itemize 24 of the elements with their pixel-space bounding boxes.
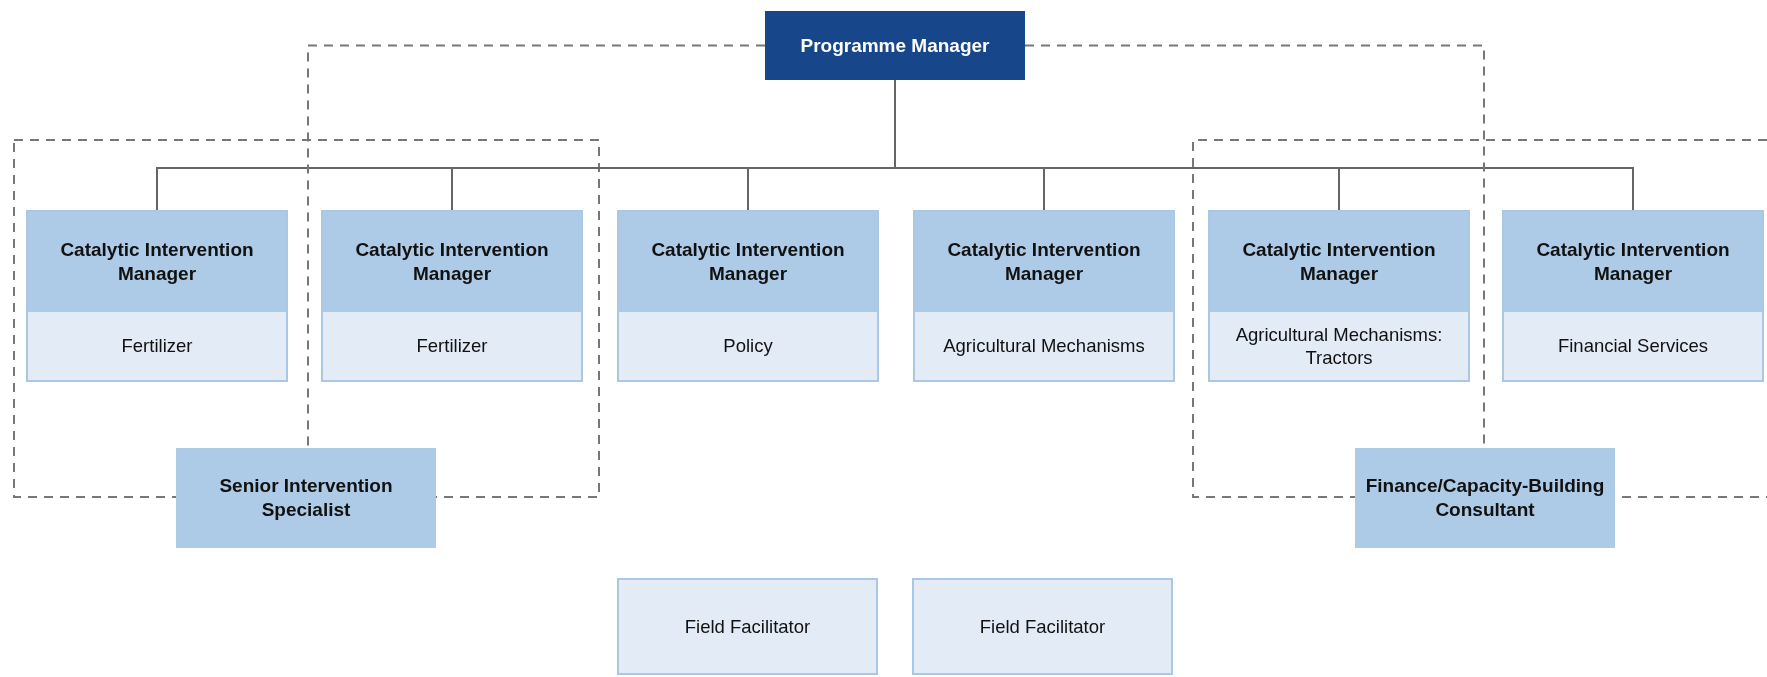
role-title: Catalytic Intervention Manager bbox=[915, 212, 1173, 312]
role-box bbox=[1502, 210, 1764, 382]
role-box bbox=[617, 210, 879, 382]
role-title: Catalytic Intervention Manager bbox=[1210, 212, 1468, 312]
focus-area: Fertilizer bbox=[323, 312, 581, 380]
role-box: Field Facilitator bbox=[617, 578, 878, 675]
role-title: Catalytic Intervention Manager bbox=[619, 212, 877, 312]
dashed-connector bbox=[307, 44, 766, 449]
role-title: Catalytic Intervention Manager bbox=[1504, 212, 1762, 312]
role-box: Senior Intervention Specialist bbox=[176, 448, 436, 548]
focus-area: Agricultural Mechanisms bbox=[915, 312, 1173, 380]
role-box bbox=[1208, 210, 1470, 382]
role-title: Catalytic Intervention Manager bbox=[28, 212, 286, 312]
focus-area: Agricultural Mechanisms: Tractors bbox=[1210, 312, 1468, 380]
role-box: Programme Manager bbox=[765, 11, 1025, 80]
role-box: Field Facilitator bbox=[912, 578, 1173, 675]
focus-area: Fertilizer bbox=[28, 312, 286, 380]
role-box bbox=[321, 210, 583, 382]
focus-area: Financial Services bbox=[1504, 312, 1762, 380]
focus-area: Policy bbox=[619, 312, 877, 380]
role-box bbox=[913, 210, 1175, 382]
role-box bbox=[26, 210, 288, 382]
role-box: Finance/Capacity-Building Consultant bbox=[1355, 448, 1615, 548]
role-title: Catalytic Intervention Manager bbox=[323, 212, 581, 312]
